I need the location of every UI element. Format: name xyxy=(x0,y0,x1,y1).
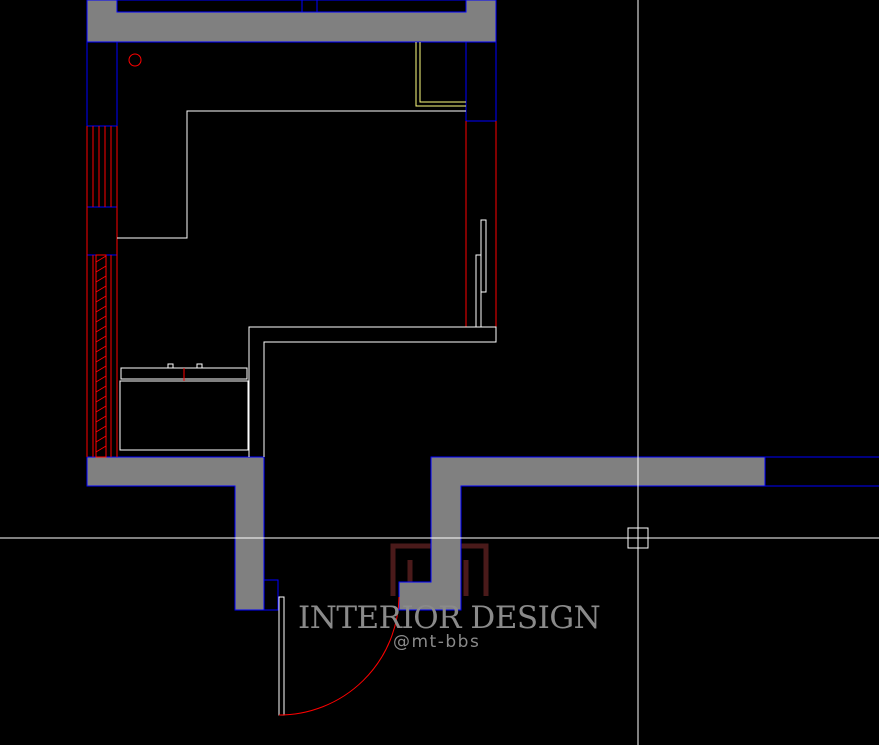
walls xyxy=(86,0,766,611)
window-hatch xyxy=(95,255,107,453)
window-left xyxy=(86,126,118,458)
watermark-title: INTERIOR DESIGN xyxy=(298,600,601,636)
wall-top xyxy=(86,0,497,43)
pipe-circle-icon xyxy=(128,53,142,67)
window-right xyxy=(465,121,497,327)
yellow-lines xyxy=(415,42,466,107)
door-swing-arc xyxy=(278,596,400,716)
watermark-handle: @mt-bbs xyxy=(393,632,481,652)
wall-bottom-right xyxy=(398,456,766,611)
vanity-cabinet xyxy=(119,363,249,451)
wall-bottom-left xyxy=(86,456,265,611)
column-outlines xyxy=(86,0,879,611)
